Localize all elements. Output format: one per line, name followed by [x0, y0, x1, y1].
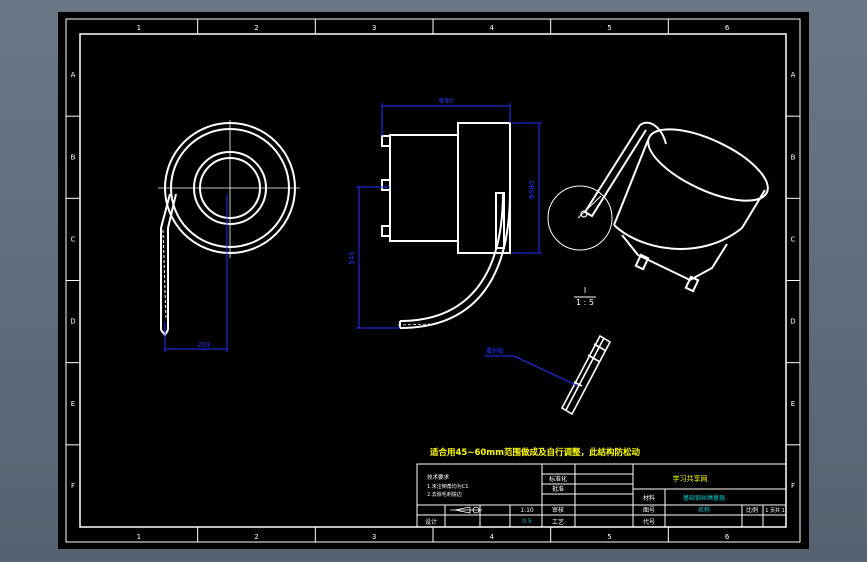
zone-row-left: D	[70, 318, 75, 326]
approve-text: 批准	[552, 485, 564, 493]
zone-col-bottom: 6	[725, 533, 730, 541]
name-label: 名称	[698, 506, 710, 514]
material-label: 材料	[643, 494, 655, 502]
zone-col-bottom: 3	[372, 533, 376, 541]
zone-col-bottom: 4	[490, 533, 495, 541]
zone-row-right: D	[790, 318, 795, 326]
scale-value: 1:10	[520, 507, 534, 514]
company-name: 学习共享网	[673, 474, 708, 483]
drawing-name: 基础钢丝绳量器	[683, 494, 725, 502]
front-width-dimension: 203	[197, 341, 210, 349]
note-line: 适合用45~60mm范围做成及自行调整，此结构防松动	[430, 447, 640, 458]
zone-col-bottom: 5	[607, 533, 611, 541]
diameter-dimension: Φ580	[528, 181, 536, 200]
zone-row-left: E	[71, 400, 75, 408]
zone-col-top: 3	[372, 24, 376, 32]
drawing-no-label: 图号	[643, 507, 655, 514]
section-scale: 1 : 5	[576, 298, 594, 307]
detail-leader-note: 覆铜板	[486, 347, 504, 355]
height-dimension: 545	[348, 251, 356, 264]
zone-col-top: 1	[137, 24, 141, 32]
zone-row-left: B	[71, 153, 76, 161]
zone-col-bottom: 1	[137, 533, 141, 541]
zone-col-top: 6	[725, 24, 730, 32]
zone-col-top: 4	[490, 24, 495, 32]
front-dim	[164, 195, 228, 352]
side-view	[381, 122, 511, 329]
detail-view	[560, 334, 612, 416]
zone-col-top: 2	[254, 24, 258, 32]
zone-col-bottom: 2	[254, 533, 258, 541]
front-view	[158, 120, 300, 337]
top-width-dimension: Φ90	[439, 97, 453, 105]
tech-req-item-2: 2.去除毛刺锐边	[427, 491, 462, 498]
paper-background	[58, 12, 809, 549]
zone-row-left: C	[71, 235, 76, 243]
title-block-symbols	[450, 506, 482, 514]
check-text: 审核	[552, 506, 564, 514]
zone-row-left: F	[71, 482, 75, 490]
section-label: I	[584, 286, 586, 295]
side-dims	[356, 103, 542, 329]
weight-value: 0.5	[522, 518, 532, 525]
title-block	[416, 463, 787, 528]
zone-col-top: 5	[607, 24, 611, 32]
tech-req-heading: 技术要求	[427, 473, 450, 481]
zone-row-right: A	[791, 71, 796, 79]
zone-row-right: E	[791, 400, 795, 408]
detail-circle	[547, 185, 613, 251]
tech-req-item-1: 1.未注倒角均为C1	[427, 483, 468, 490]
zone-row-right: C	[791, 235, 796, 243]
zone-row-left: A	[71, 71, 76, 79]
code-label: 代号	[643, 518, 655, 526]
isometric-view	[577, 121, 769, 293]
process-text: 工艺	[552, 518, 564, 526]
sheet-info: 1 页共 1	[765, 507, 785, 514]
zone-row-right: B	[791, 153, 796, 161]
detail-leader	[484, 355, 579, 387]
scale-label: 比例	[746, 506, 758, 514]
zone-row-right: F	[791, 482, 795, 490]
standard-text: 标准化	[549, 475, 567, 483]
design-text: 设计	[425, 518, 437, 526]
